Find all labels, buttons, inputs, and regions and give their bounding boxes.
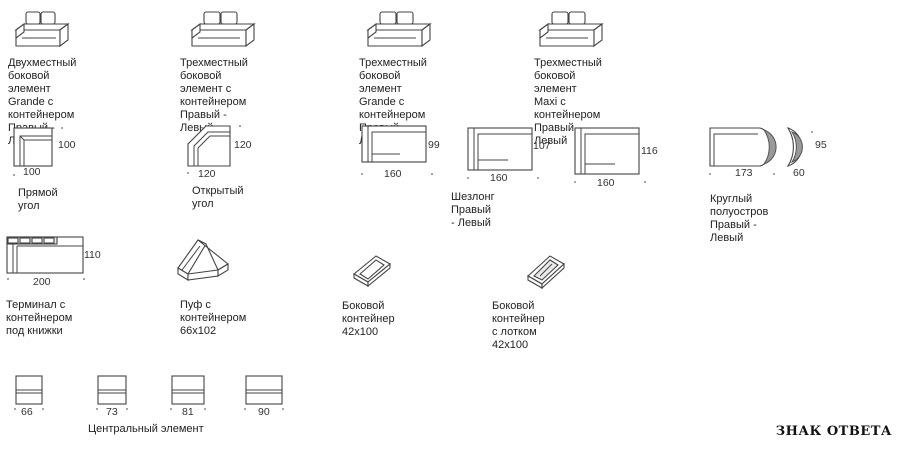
side-container-tray-drawing: [527, 255, 565, 290]
round-half-island-width: 173: [735, 167, 753, 179]
chaise-99-depth: 99: [428, 139, 440, 151]
corner-straight-depth: 100: [58, 139, 76, 151]
central-element-90-size: 90: [258, 406, 270, 418]
chaise-116-width: 160: [597, 177, 615, 189]
sofa-double-grande-drawing: [14, 11, 70, 48]
chaise-107-label: Шезлонг Правый - Левый: [451, 191, 495, 229]
central-element-90-drawing: [244, 375, 284, 410]
brand-watermark: ЗНАК ОТВЕТА: [775, 424, 892, 439]
corner-open-label: Открытый угол: [192, 185, 244, 210]
sofa-triple-maxi-label: Трехместный боковой элемент Maxi с конте…: [534, 57, 602, 147]
round-half-island-width2: 60: [793, 167, 805, 179]
central-element-66-size: 66: [21, 406, 33, 418]
corner-open-width: 120: [198, 168, 216, 180]
central-element-73-size: 73: [106, 406, 118, 418]
corner-straight-plan: [13, 127, 63, 176]
sofa-triple-side-label: Трехместный боковой элемент с контейнеро…: [180, 57, 248, 134]
pouf-container-drawing: [177, 239, 229, 281]
sofa-triple-maxi-drawing: [538, 11, 604, 48]
chaise-107-plan: [467, 127, 539, 179]
central-element-73-drawing: [96, 375, 128, 410]
round-half-island-plan: [709, 127, 813, 175]
round-half-island-depth: 95: [815, 139, 827, 151]
chaise-116-depth: 116: [641, 145, 658, 157]
terminal-bookcase-depth: 110: [84, 249, 101, 261]
terminal-bookcase-width: 200: [33, 276, 51, 288]
central-element-66-drawing: [14, 375, 44, 410]
chaise-107-width: 160: [490, 172, 508, 184]
side-container-tray-label: Боковой контейнер с лотком 42x100: [492, 300, 545, 351]
central-element-81-drawing: [170, 375, 206, 410]
sofa-triple-grande-drawing: [366, 11, 432, 48]
chaise-99-plan: [361, 125, 433, 175]
sofa-triple-side-drawing: [190, 11, 256, 48]
central-element-81-size: 81: [182, 406, 194, 418]
corner-straight-label: Прямой угол: [18, 187, 58, 212]
side-container-drawing: [353, 255, 391, 288]
chaise-107-depth: 107: [533, 140, 551, 152]
chaise-116-plan: [574, 127, 646, 183]
terminal-bookcase-label: Терминал с контейнером под книжки: [6, 299, 73, 337]
corner-open-depth: 120: [234, 139, 252, 151]
corner-straight-width: 100: [23, 166, 41, 178]
pouf-container-label: Пуф с контейнером 66x102: [180, 299, 247, 337]
chaise-99-width: 160: [384, 168, 402, 180]
round-half-island-label: Круглый полуостров Правый - Левый: [710, 193, 769, 244]
side-container-label: Боковой контейнер 42x100: [342, 300, 395, 338]
central-element-label: Центральный элемент: [88, 423, 204, 435]
terminal-bookcase-plan: [6, 236, 85, 280]
corner-open-plan: [187, 125, 241, 174]
